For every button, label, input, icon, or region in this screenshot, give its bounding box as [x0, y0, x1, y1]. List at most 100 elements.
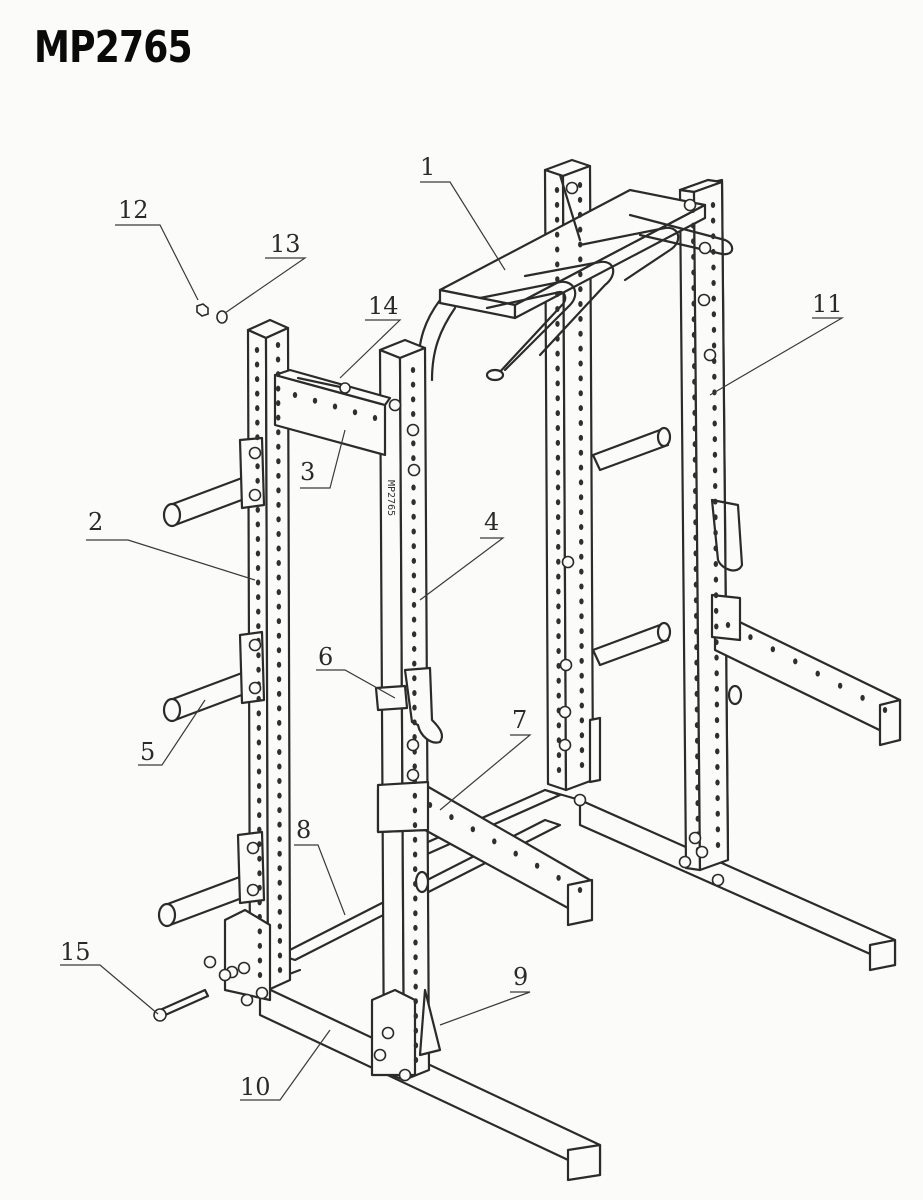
- upright-hole: [555, 454, 561, 461]
- upright-hole: [276, 458, 281, 465]
- upright-hole: [579, 747, 585, 754]
- upright-hole: [713, 498, 718, 505]
- upright-hole: [332, 403, 338, 410]
- upright-hole: [692, 394, 697, 401]
- upright-hole: [578, 509, 584, 516]
- upright-hole: [579, 702, 584, 709]
- upright-hole: [578, 345, 583, 352]
- bolt: [697, 293, 711, 307]
- upright-hole: [255, 463, 260, 470]
- bolt: [248, 681, 262, 695]
- upright-hole: [254, 347, 260, 353]
- upright-hole: [579, 643, 584, 650]
- bolt: [240, 993, 254, 1007]
- upright-hole: [372, 415, 378, 421]
- upright-hole: [691, 347, 697, 354]
- upright-hole: [692, 472, 698, 479]
- upright-hole: [711, 233, 716, 240]
- upright-hole: [693, 581, 699, 588]
- upright-hole: [712, 420, 717, 427]
- rear-spotter-arm: [710, 498, 902, 747]
- upright-hole: [256, 797, 262, 804]
- upright-hole: [554, 187, 560, 193]
- upright-hole: [556, 603, 561, 610]
- upright-hole: [413, 939, 418, 946]
- upright-hole: [692, 487, 698, 494]
- callout-15: 15: [60, 938, 91, 966]
- upright-hole: [256, 783, 262, 790]
- rear-weight-horns: [591, 426, 672, 667]
- upright-hole: [411, 601, 417, 608]
- upright-hole: [555, 439, 561, 446]
- upright-hole: [277, 763, 282, 770]
- upright-hole: [691, 238, 696, 245]
- upright-hole: [352, 409, 358, 416]
- upright-hole: [413, 1027, 419, 1034]
- upright-hole: [257, 972, 263, 978]
- upright-hole: [712, 404, 717, 411]
- upright-hole: [556, 752, 562, 759]
- bolt: [218, 968, 232, 982]
- upright-hole: [555, 320, 560, 327]
- upright-hole: [411, 616, 417, 623]
- bolt: [246, 841, 260, 855]
- upright-hole: [555, 246, 560, 253]
- upright-hole: [555, 335, 560, 342]
- upright-hole: [312, 397, 318, 404]
- upright-hole: [578, 494, 584, 501]
- bolt: [711, 873, 725, 887]
- upright-hole: [555, 469, 561, 476]
- upright-hole: [711, 280, 716, 287]
- upright-hole: [257, 899, 262, 906]
- upright-hole: [412, 836, 418, 843]
- upright-hole: [556, 588, 561, 595]
- upright-hole: [276, 690, 282, 697]
- upright-hole: [693, 519, 698, 526]
- upright-hole: [710, 217, 716, 224]
- callout-1: 1: [420, 153, 435, 181]
- bolt: [246, 883, 260, 897]
- upright-hole: [694, 675, 699, 682]
- callout-11: 11: [812, 290, 843, 318]
- nut-and-washer: [196, 303, 228, 324]
- upright-hole: [277, 894, 282, 901]
- upright-hole: [714, 701, 720, 708]
- bolt: [381, 1026, 395, 1040]
- upright-hole: [255, 594, 261, 601]
- upright-hole: [714, 732, 720, 739]
- upright-hole: [715, 826, 721, 833]
- upright-hole: [276, 574, 281, 581]
- upright-hole: [693, 612, 699, 619]
- upright-hole: [276, 545, 281, 552]
- upright-hole: [275, 385, 281, 392]
- upright-hole: [578, 390, 583, 397]
- upright-hole: [410, 396, 416, 403]
- callout-3: 3: [300, 458, 315, 486]
- upright-hole: [292, 392, 298, 398]
- upright-hole: [256, 623, 261, 630]
- upright-hole: [555, 261, 560, 268]
- upright-hole: [255, 521, 261, 528]
- upright-hole: [276, 501, 281, 508]
- upright-hole: [276, 603, 282, 610]
- bolt: [203, 955, 217, 969]
- callout-8: 8: [296, 816, 311, 844]
- top-crossmember: [273, 368, 392, 457]
- upright-hole: [555, 380, 560, 387]
- upright-hole: [692, 378, 697, 385]
- bolt: [565, 181, 579, 195]
- upright-hole: [556, 722, 562, 729]
- bolt: [561, 555, 575, 569]
- upright-hole: [276, 705, 282, 712]
- upright-hole: [257, 812, 262, 819]
- upright-hole: [412, 851, 418, 858]
- pin-15: [153, 988, 210, 1022]
- upright-hole: [578, 286, 583, 293]
- upright-hole: [256, 739, 262, 746]
- upright-hole: [410, 381, 416, 388]
- upright-hole: [713, 561, 719, 568]
- upright-hole: [712, 467, 718, 474]
- upright-hole: [579, 628, 584, 635]
- upright-hole: [714, 639, 719, 646]
- upright-hole: [579, 583, 584, 590]
